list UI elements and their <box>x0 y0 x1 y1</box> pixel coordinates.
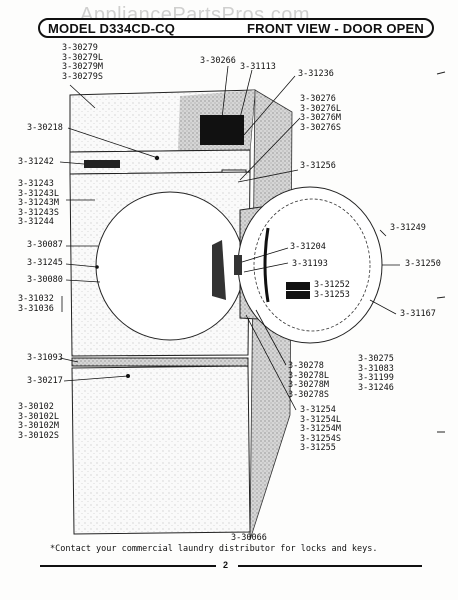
model-title: MODEL D334CD-CQ <box>48 21 176 36</box>
footer-rule-left <box>40 565 216 567</box>
label-3-31236: 3-31236 <box>298 69 334 79</box>
view-title: FRONT VIEW - DOOR OPEN <box>246 21 424 36</box>
label-3-30066: 3-30066 <box>231 533 267 543</box>
label-3-31113: 3-31113 <box>240 62 276 72</box>
label-3-31243: 3-31243 3-31243L 3-31243M 3-31243S 3-312… <box>18 179 59 227</box>
label-3-30102: 3-30102 3-30102L 3-30102M 3-30102S <box>18 402 59 441</box>
label-3-30279: 3-30279 3-30279L 3-30279M 3-30279S <box>62 43 103 82</box>
footnote: *Contact your commercial laundry distrib… <box>50 544 378 554</box>
label-3-31032: 3-31032 3-31036 <box>18 294 54 314</box>
open-door <box>234 186 383 344</box>
label-3-30278: 3-30278 3-30278L 3-30278M 3-30278S <box>288 361 329 400</box>
top-panel <box>69 89 256 153</box>
label-3-31204: 3-31204 <box>290 242 326 252</box>
label-3-30266: 3-30266 <box>200 56 236 66</box>
label-3-31249: 3-31249 <box>390 223 426 233</box>
divider-strip <box>71 357 249 367</box>
margin-marks <box>436 71 446 433</box>
label-3-31245: 3-31245 <box>27 258 63 268</box>
lint-door-panel <box>200 115 244 145</box>
control-nameplate <box>84 160 120 168</box>
label-3-30275: 3-30275 3-31083 3-31199 3-31246 <box>358 354 394 393</box>
label-3-31252: 3-31252 3-31253 <box>314 280 350 300</box>
header-banner: MODEL D334CD-CQ FRONT VIEW - DOOR OPEN <box>38 18 434 38</box>
label-3-31250: 3-31250 <box>405 259 441 269</box>
door-latch <box>234 255 242 275</box>
label-3-31254: 3-31254 3-31254L 3-31254M 3-31254S 3-312… <box>300 405 341 453</box>
label-3-30087: 3-30087 <box>27 240 63 250</box>
label-3-30080: 3-30080 <box>27 275 63 285</box>
label-3-31256: 3-31256 <box>300 161 336 171</box>
lower-front-panel <box>71 365 251 535</box>
door-hinge-upper <box>286 282 310 290</box>
page-number: 2 <box>223 560 229 570</box>
label-3-31167: 3-31167 <box>400 309 436 319</box>
label-3-30217: 3-30217 <box>27 376 63 386</box>
door-hinge-lower <box>286 291 310 299</box>
label-3-31193: 3-31193 <box>292 259 328 269</box>
dryer-front-panel <box>69 171 251 357</box>
footer-rule-right <box>238 565 422 567</box>
drum-baffle <box>212 240 226 300</box>
label-3-30218: 3-30218 <box>27 123 63 133</box>
leader-lines <box>59 65 400 533</box>
label-3-31242: 3-31242 <box>18 157 54 167</box>
label-3-30276: 3-30276 3-30276L 3-30276M 3-30276S <box>300 94 341 133</box>
label-3-31093: 3-31093 <box>27 353 63 363</box>
